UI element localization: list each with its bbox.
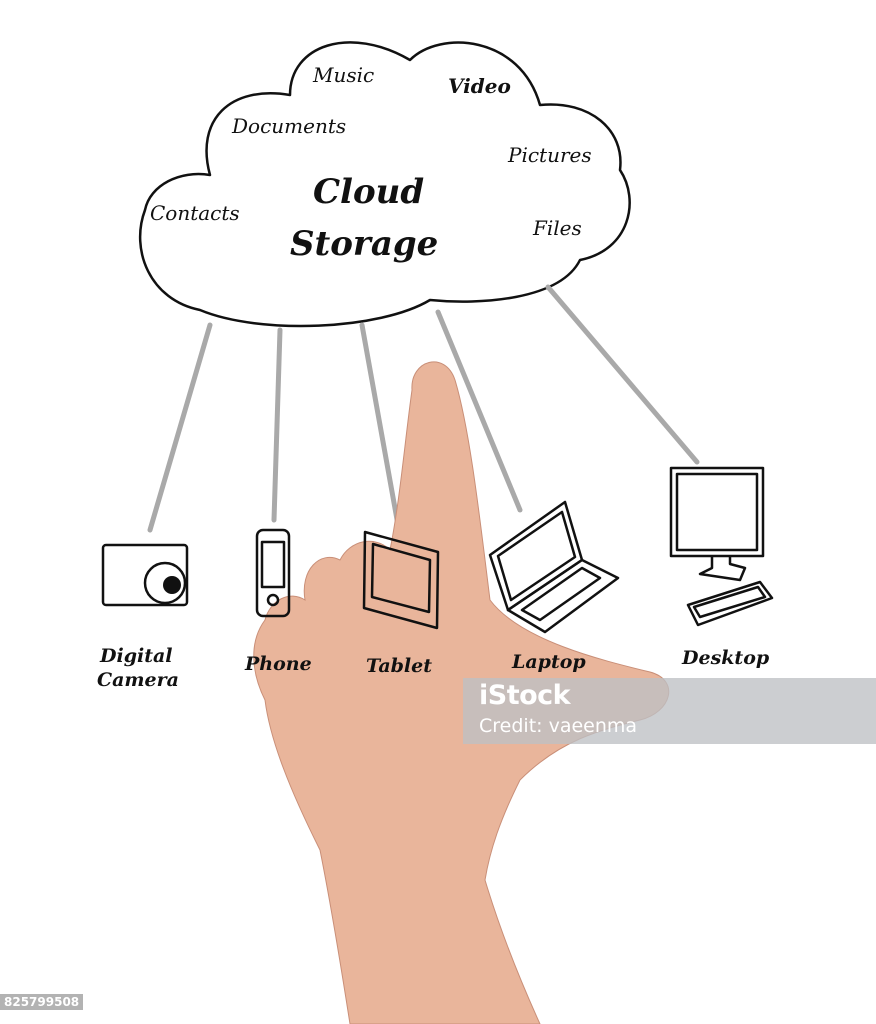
tablet-icon [362,530,440,630]
cloud-item-video: Video [448,74,511,98]
desktop-icon [669,466,774,627]
hand-image [253,361,670,1024]
watermark-brand: iStock [479,680,571,711]
camera-icon [101,543,189,607]
cloud-item-contacts: Contacts [150,201,240,225]
connector-desktop [545,284,700,465]
phone-icon [255,528,291,618]
image-id: 825799508 [0,994,84,1010]
cloud-shape [138,41,631,328]
cloud-title-line2: Storage [290,224,438,264]
cloud-item-documents: Documents [231,114,346,138]
connector-laptop [435,309,523,513]
cloud-item-files: Files [532,216,582,240]
watermark-credit: Credit: vaeenma [479,715,638,737]
laptop-icon [488,500,620,634]
watermark-banner: iStock Credit: vaeenma [463,678,876,744]
connector-camera [147,322,213,533]
cloud-item-music: Music [312,63,374,87]
cloud-title-line1: Cloud [313,172,424,212]
cloud-item-pictures: Pictures [507,143,592,167]
connector-phone [271,327,283,523]
connector-tablet [359,322,401,528]
